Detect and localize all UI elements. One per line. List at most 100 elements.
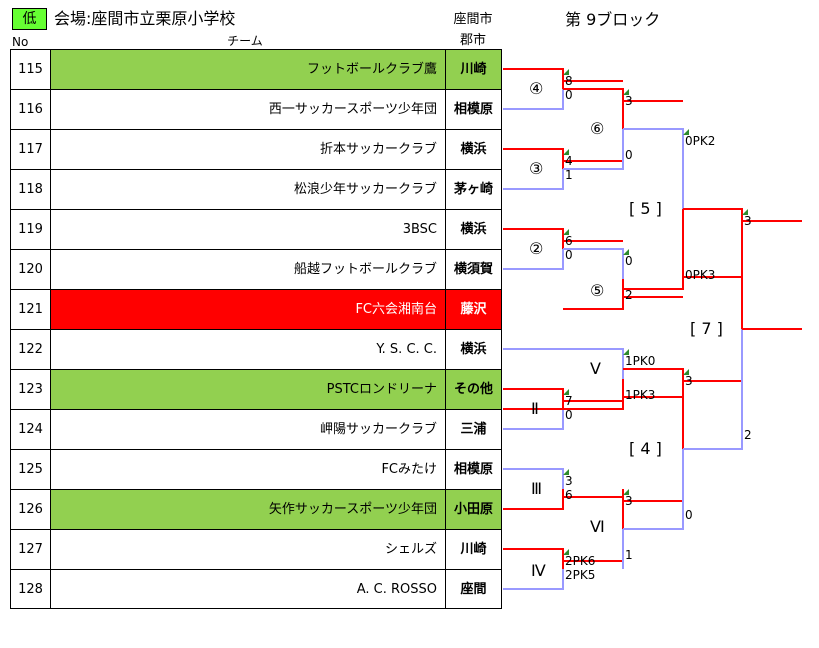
match-label: ③ xyxy=(529,159,544,178)
score-bottom: 0 xyxy=(685,508,693,522)
team-city: 横浜 xyxy=(445,130,502,169)
team-city: 茅ヶ崎 xyxy=(445,170,502,209)
bracket-line-upper xyxy=(503,228,564,241)
match-label: Ⅵ xyxy=(590,517,605,536)
bracket-line-lower xyxy=(503,497,564,510)
match-label: ⑤ xyxy=(590,281,605,300)
bracket-line-lower xyxy=(563,129,624,170)
team-city: 川崎 xyxy=(445,50,502,89)
score-top: 3 xyxy=(744,214,752,228)
bracket-line-upper xyxy=(503,148,564,161)
result-marker xyxy=(623,349,629,355)
team-city: 座間 xyxy=(445,570,502,609)
result-marker xyxy=(563,229,569,235)
team-name: 船越フットボールクラブ xyxy=(50,250,445,289)
bracket-line-upper xyxy=(503,388,564,401)
score-bottom: 0 xyxy=(565,88,573,102)
score-top: 2PK6 xyxy=(565,554,596,568)
score-top: 3 xyxy=(565,474,573,488)
block-title: 第 9ブロック xyxy=(565,10,661,29)
column-header-city: 郡市 xyxy=(459,33,486,48)
team-name: A. C. ROSSO xyxy=(50,570,445,609)
team-number: 116 xyxy=(10,90,50,129)
bracket-line-upper xyxy=(563,248,624,279)
bracket-line-lower xyxy=(503,89,564,110)
bracket-line-lower xyxy=(503,409,564,430)
score-bottom: 1 xyxy=(565,168,573,182)
team-city: 川崎 xyxy=(445,530,502,569)
bracket-line-upper xyxy=(503,68,564,81)
score-top: 3 xyxy=(625,494,633,508)
team-number: 123 xyxy=(10,370,50,409)
team-number: 121 xyxy=(10,290,50,329)
team-city: 横浜 xyxy=(445,330,502,369)
match-label: Ⅳ xyxy=(531,561,546,580)
team-city: 三浦 xyxy=(445,410,502,449)
team-city: 横浜 xyxy=(445,210,502,249)
bracket-line-lower xyxy=(623,277,684,290)
team-number: 126 xyxy=(10,490,50,529)
team-city: 小田原 xyxy=(445,490,502,529)
score-bottom: 0 xyxy=(625,148,633,162)
score-top: 6 xyxy=(565,234,573,248)
team-name: シェルズ xyxy=(50,530,445,569)
bracket-line-lower xyxy=(563,297,624,310)
team-name: フットボールクラブ鷹 xyxy=(50,50,445,89)
bracket-line-lower xyxy=(503,569,564,590)
match-label: Ⅴ xyxy=(590,359,601,378)
result-marker xyxy=(563,549,569,555)
team-number: 124 xyxy=(10,410,50,449)
score-bottom: 2 xyxy=(625,288,633,302)
bracket-line-lower xyxy=(503,169,564,190)
match-label: Ⅱ xyxy=(531,399,539,418)
team-name: 矢作サッカースポーツ少年団 xyxy=(50,490,445,529)
bracket-line-lower xyxy=(503,249,564,270)
team-city: 横須賀 xyxy=(445,250,502,289)
team-city: 相模原 xyxy=(445,90,502,129)
team-name: FC六会湘南台 xyxy=(50,290,445,329)
team-number: 127 xyxy=(10,530,50,569)
team-number: 117 xyxy=(10,130,50,169)
team-city: 藤沢 xyxy=(445,290,502,329)
team-name: FCみたけ xyxy=(50,450,445,489)
score-bottom: 6 xyxy=(565,488,573,502)
result-marker xyxy=(563,469,569,475)
match-label: ② xyxy=(529,239,544,258)
team-name: 西一サッカースポーツ少年団 xyxy=(50,90,445,129)
bracket-line-upper xyxy=(623,128,684,209)
team-name: 岬陽サッカークラブ xyxy=(50,410,445,449)
score-top: 7 xyxy=(565,394,573,408)
match-label: [ 7 ] xyxy=(690,319,723,338)
team-number: 122 xyxy=(10,330,50,369)
bracket-line-lower xyxy=(623,449,684,530)
bracket-line-upper xyxy=(503,468,564,489)
column-header-no: No xyxy=(12,35,29,49)
bracket-line-lower xyxy=(503,397,624,410)
score-bottom: 1PK3 xyxy=(625,388,656,402)
venue-title: 会場:座間市立栗原小学校 xyxy=(54,9,236,28)
result-marker xyxy=(563,149,569,155)
team-number: 118 xyxy=(10,170,50,209)
score-top: 8 xyxy=(565,74,573,88)
team-number: 119 xyxy=(10,210,50,249)
result-marker xyxy=(742,209,748,215)
bracket-line-upper xyxy=(623,368,684,381)
team-name: 松浪少年サッカークラブ xyxy=(50,170,445,209)
team-name: Y. S. C. C. xyxy=(50,330,445,369)
team-number: 115 xyxy=(10,50,50,89)
match-label: [ 4 ] xyxy=(629,439,662,458)
bracket-line-upper xyxy=(563,88,624,101)
result-marker xyxy=(563,69,569,75)
match-label: ④ xyxy=(529,79,544,98)
